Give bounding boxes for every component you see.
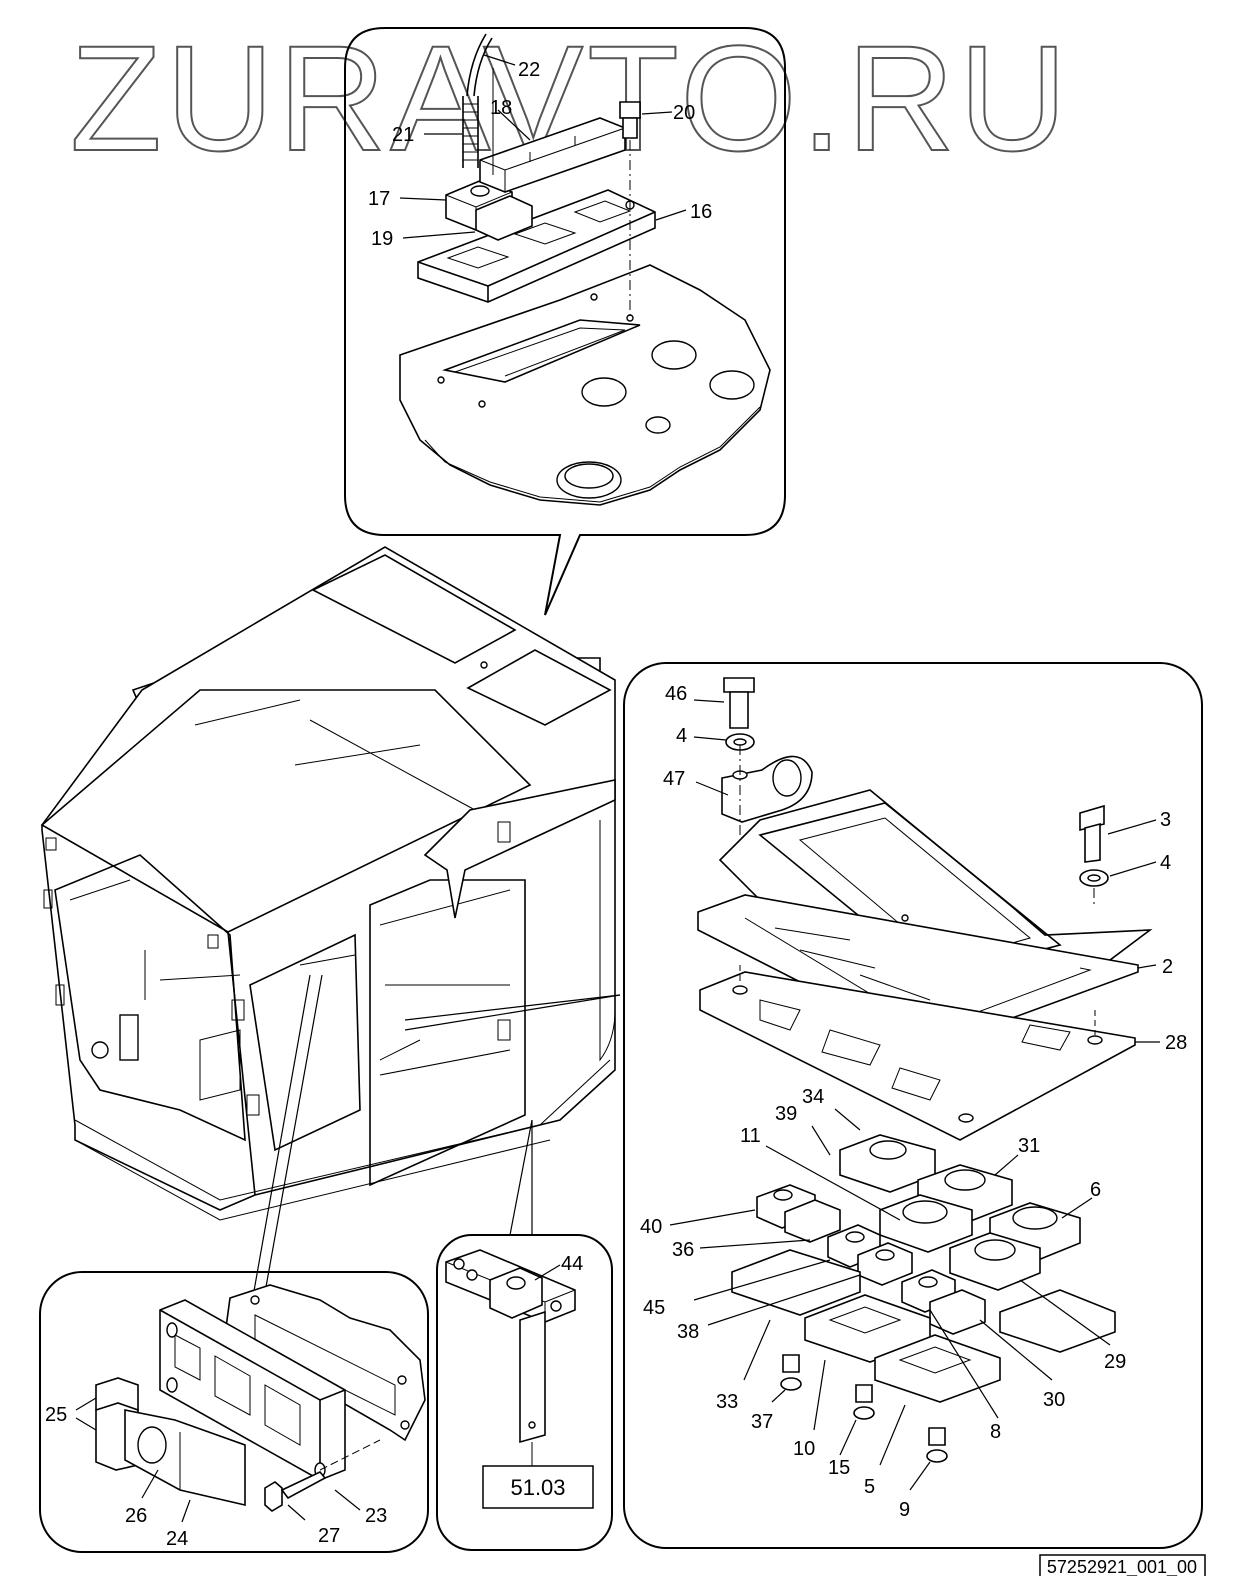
callout: 20 — [673, 102, 695, 124]
drawing-id: 57252921_001_00 — [1047, 1557, 1197, 1576]
cab-body — [40, 546, 621, 1416]
callout: 30 — [1043, 1389, 1065, 1411]
callout: 4 — [1160, 852, 1171, 874]
callout: 31 — [1018, 1135, 1040, 1157]
callout: 24 — [166, 1528, 188, 1550]
callout: 45 — [643, 1297, 665, 1319]
callout: 17 — [368, 188, 390, 210]
callout: 46 — [665, 683, 687, 705]
callout: 5 — [864, 1476, 875, 1498]
callout: 8 — [990, 1421, 1001, 1443]
callout: 9 — [899, 1499, 910, 1521]
callout: 16 — [690, 201, 712, 223]
callout: 27 — [318, 1525, 340, 1547]
callout: 26 — [125, 1505, 147, 1527]
callout: 3 — [1160, 809, 1171, 831]
callout: 15 — [828, 1457, 850, 1479]
reference-box — [482, 1465, 594, 1509]
callout: 6 — [1090, 1179, 1101, 1201]
callout: 21 — [392, 124, 414, 146]
callout: 18 — [490, 97, 512, 119]
callout: 38 — [677, 1321, 699, 1343]
callout-labels: 22 18 20 21 17 16 19 46 4 47 3 4 2 28 34… — [45, 59, 1187, 1550]
drawing-id-box — [1039, 1554, 1206, 1576]
callout: 11 — [740, 1125, 761, 1147]
callout: 25 — [45, 1404, 67, 1426]
callout: 19 — [371, 228, 393, 250]
top-detail — [344, 27, 786, 616]
bottom-middle-detail: 51.03 — [436, 1234, 613, 1551]
callout: 33 — [716, 1391, 738, 1413]
callout: 40 — [640, 1216, 662, 1238]
callout: 44 — [561, 1253, 583, 1275]
callout: 34 — [802, 1086, 824, 1108]
callout: 39 — [775, 1103, 797, 1125]
callout: 28 — [1165, 1032, 1187, 1054]
bottom-left-detail — [39, 1271, 429, 1553]
right-detail — [623, 662, 1203, 1549]
callout: 22 — [518, 59, 540, 81]
callout: 23 — [365, 1505, 387, 1527]
callout: 47 — [663, 768, 685, 790]
callout: 36 — [672, 1239, 694, 1261]
callout: 29 — [1104, 1351, 1126, 1373]
callout: 4 — [676, 725, 687, 747]
callout: 10 — [793, 1438, 815, 1460]
callout: 37 — [751, 1411, 773, 1433]
callout: 2 — [1162, 956, 1173, 978]
reference-label: 51.03 — [510, 1475, 565, 1500]
